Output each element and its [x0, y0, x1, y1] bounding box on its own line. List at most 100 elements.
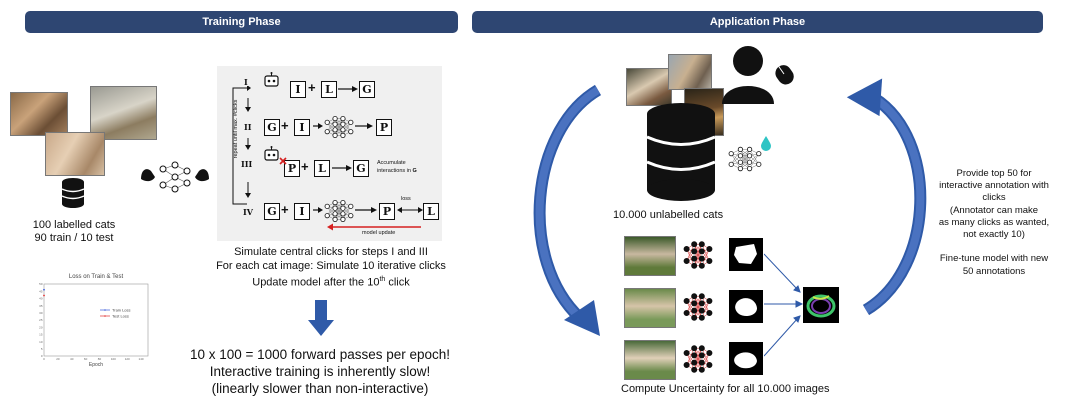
step-iv-guidance-box: G [264, 203, 280, 220]
training-phase-header: Training Phase [25, 11, 458, 33]
robot-icon [264, 72, 279, 87]
y-tick-label: 5 [41, 347, 43, 351]
red-network-icon-1 [683, 241, 713, 269]
x-tick-label: 0 [43, 357, 45, 361]
mask-3 [729, 342, 763, 375]
step-i-arrow [338, 86, 358, 92]
y-tick-label: 0 [41, 354, 43, 358]
red-network-icon-2 [683, 293, 713, 321]
data-point [43, 294, 45, 297]
database-icon [61, 178, 85, 208]
x-tick-label: 100 [111, 357, 116, 361]
step-i-label-box: L [321, 81, 337, 98]
uncertainty-caption: Compute Uncertainty for all 10.000 image… [621, 383, 830, 395]
step-iii-prediction-box: P [284, 160, 300, 177]
side-note-line: (Annotator can make [949, 204, 1039, 216]
step-iv-image-box: I [294, 203, 310, 220]
step-iii-plus: + [301, 159, 309, 174]
down-arrow-3 [245, 182, 251, 198]
dataset-caption: 100 labelled cats 90 train / 10 test [14, 219, 134, 245]
step-ii-label: II [244, 122, 252, 132]
result-line-1: 10 x 100 = 1000 forward passes per epoch… [189, 347, 451, 362]
y-tick-label: 30 [39, 311, 43, 315]
robot-icon-2 [264, 146, 279, 161]
legend-marker [104, 309, 106, 311]
repeat-bracket [232, 86, 251, 205]
chart-xlabel: Epoch [89, 362, 103, 368]
y-tick-label: 15 [39, 333, 43, 337]
step-ii-arrow-out [355, 123, 373, 129]
step-ii-plus: + [281, 118, 289, 133]
side-note-line: not exactly 10) [963, 229, 1025, 241]
y-tick-label: 50 [39, 282, 43, 286]
aggregate-arrows [764, 253, 804, 357]
y-tick-label: 40 [39, 297, 43, 301]
result-line-2: Interactive training is inherently slow! [209, 364, 431, 379]
red-network-icon-3 [683, 345, 713, 373]
accumulate-note: Accumulate interactions in G [377, 159, 417, 175]
model-update-label: model update [362, 230, 396, 236]
step-i-plus: + [308, 80, 316, 95]
down-arrow-1 [245, 98, 251, 112]
droplet-icon [761, 136, 771, 151]
step-iv-network-icon [324, 199, 354, 222]
accumulate-line2: interactions in [377, 168, 413, 174]
training-steps-panel: repeat until max. #clicks I I + L G II G… [217, 66, 442, 241]
down-arrow-2 [245, 138, 251, 150]
step-iv-arrow-out [355, 207, 377, 213]
y-tick-label: 45 [39, 289, 43, 293]
mask-1 [729, 238, 763, 271]
strong-network-icon [141, 161, 209, 193]
side-note-line: 50 annotations [962, 265, 1026, 277]
sim-line-2: For each cat image: Simulate 10 iterativ… [216, 259, 446, 272]
unlabelled-caption: 10.000 unlabelled cats [613, 209, 724, 221]
step-iii-label: III [241, 159, 253, 169]
uncertainty-cat-1 [624, 236, 676, 276]
x-tick-label: 80 [98, 357, 102, 361]
model-update-arrow [327, 223, 421, 231]
unlabelled-database-icon [646, 103, 716, 201]
cycle-arrow-left [533, 84, 602, 336]
x-tick-label: 20 [56, 357, 60, 361]
dataset-count: 100 labelled cats [32, 219, 116, 231]
x-tick-label: 60 [84, 357, 88, 361]
accumulate-line1: Accumulate [377, 160, 406, 166]
step-iv-label-box: L [423, 203, 439, 220]
uncertainty-cat-3 [624, 340, 676, 380]
unlabelled-cat-2 [668, 54, 712, 90]
legend-marker [104, 315, 106, 317]
sim-line-3: Update model after the 10 [252, 276, 380, 289]
side-note-line [926, 241, 1062, 253]
accumulate-bold: G [412, 168, 417, 174]
click-marker-icon [279, 157, 287, 165]
loss-arrow [397, 207, 423, 213]
cycle-arrow-right [846, 78, 927, 316]
application-phase-header: Application Phase [472, 11, 1043, 33]
result-line-3: (linearly slower than non-interactive) [211, 381, 429, 396]
side-note-line: clicks [982, 192, 1006, 204]
step-ii-network-icon [324, 115, 354, 138]
side-note-line: Provide top 50 for [956, 168, 1032, 179]
step-ii-arrow-in [313, 123, 323, 129]
legend-label: Test Loss [112, 313, 129, 318]
cat-photo-2 [90, 86, 157, 140]
application-network-icon [728, 146, 762, 172]
x-tick-label: 140 [139, 357, 144, 361]
side-note-line: interactive annotation with [939, 180, 1049, 192]
sim-line-3-post: click [385, 276, 410, 289]
down-block-arrow [308, 300, 334, 336]
y-tick-label: 35 [39, 304, 43, 308]
step-ii-prediction-box: P [376, 119, 392, 136]
step-i-label: I [244, 77, 248, 87]
step-ii-image-box: I [294, 119, 310, 136]
data-point [43, 288, 45, 291]
step-ii-guidance-box: G [264, 119, 280, 136]
simulation-notes: Simulate central clicks for steps I and … [196, 246, 466, 290]
application-phase-title: Application Phase [709, 16, 806, 28]
sim-line-3-sup: th [379, 276, 386, 283]
y-tick-label: 20 [39, 325, 43, 329]
x-tick-label: 40 [70, 357, 74, 361]
